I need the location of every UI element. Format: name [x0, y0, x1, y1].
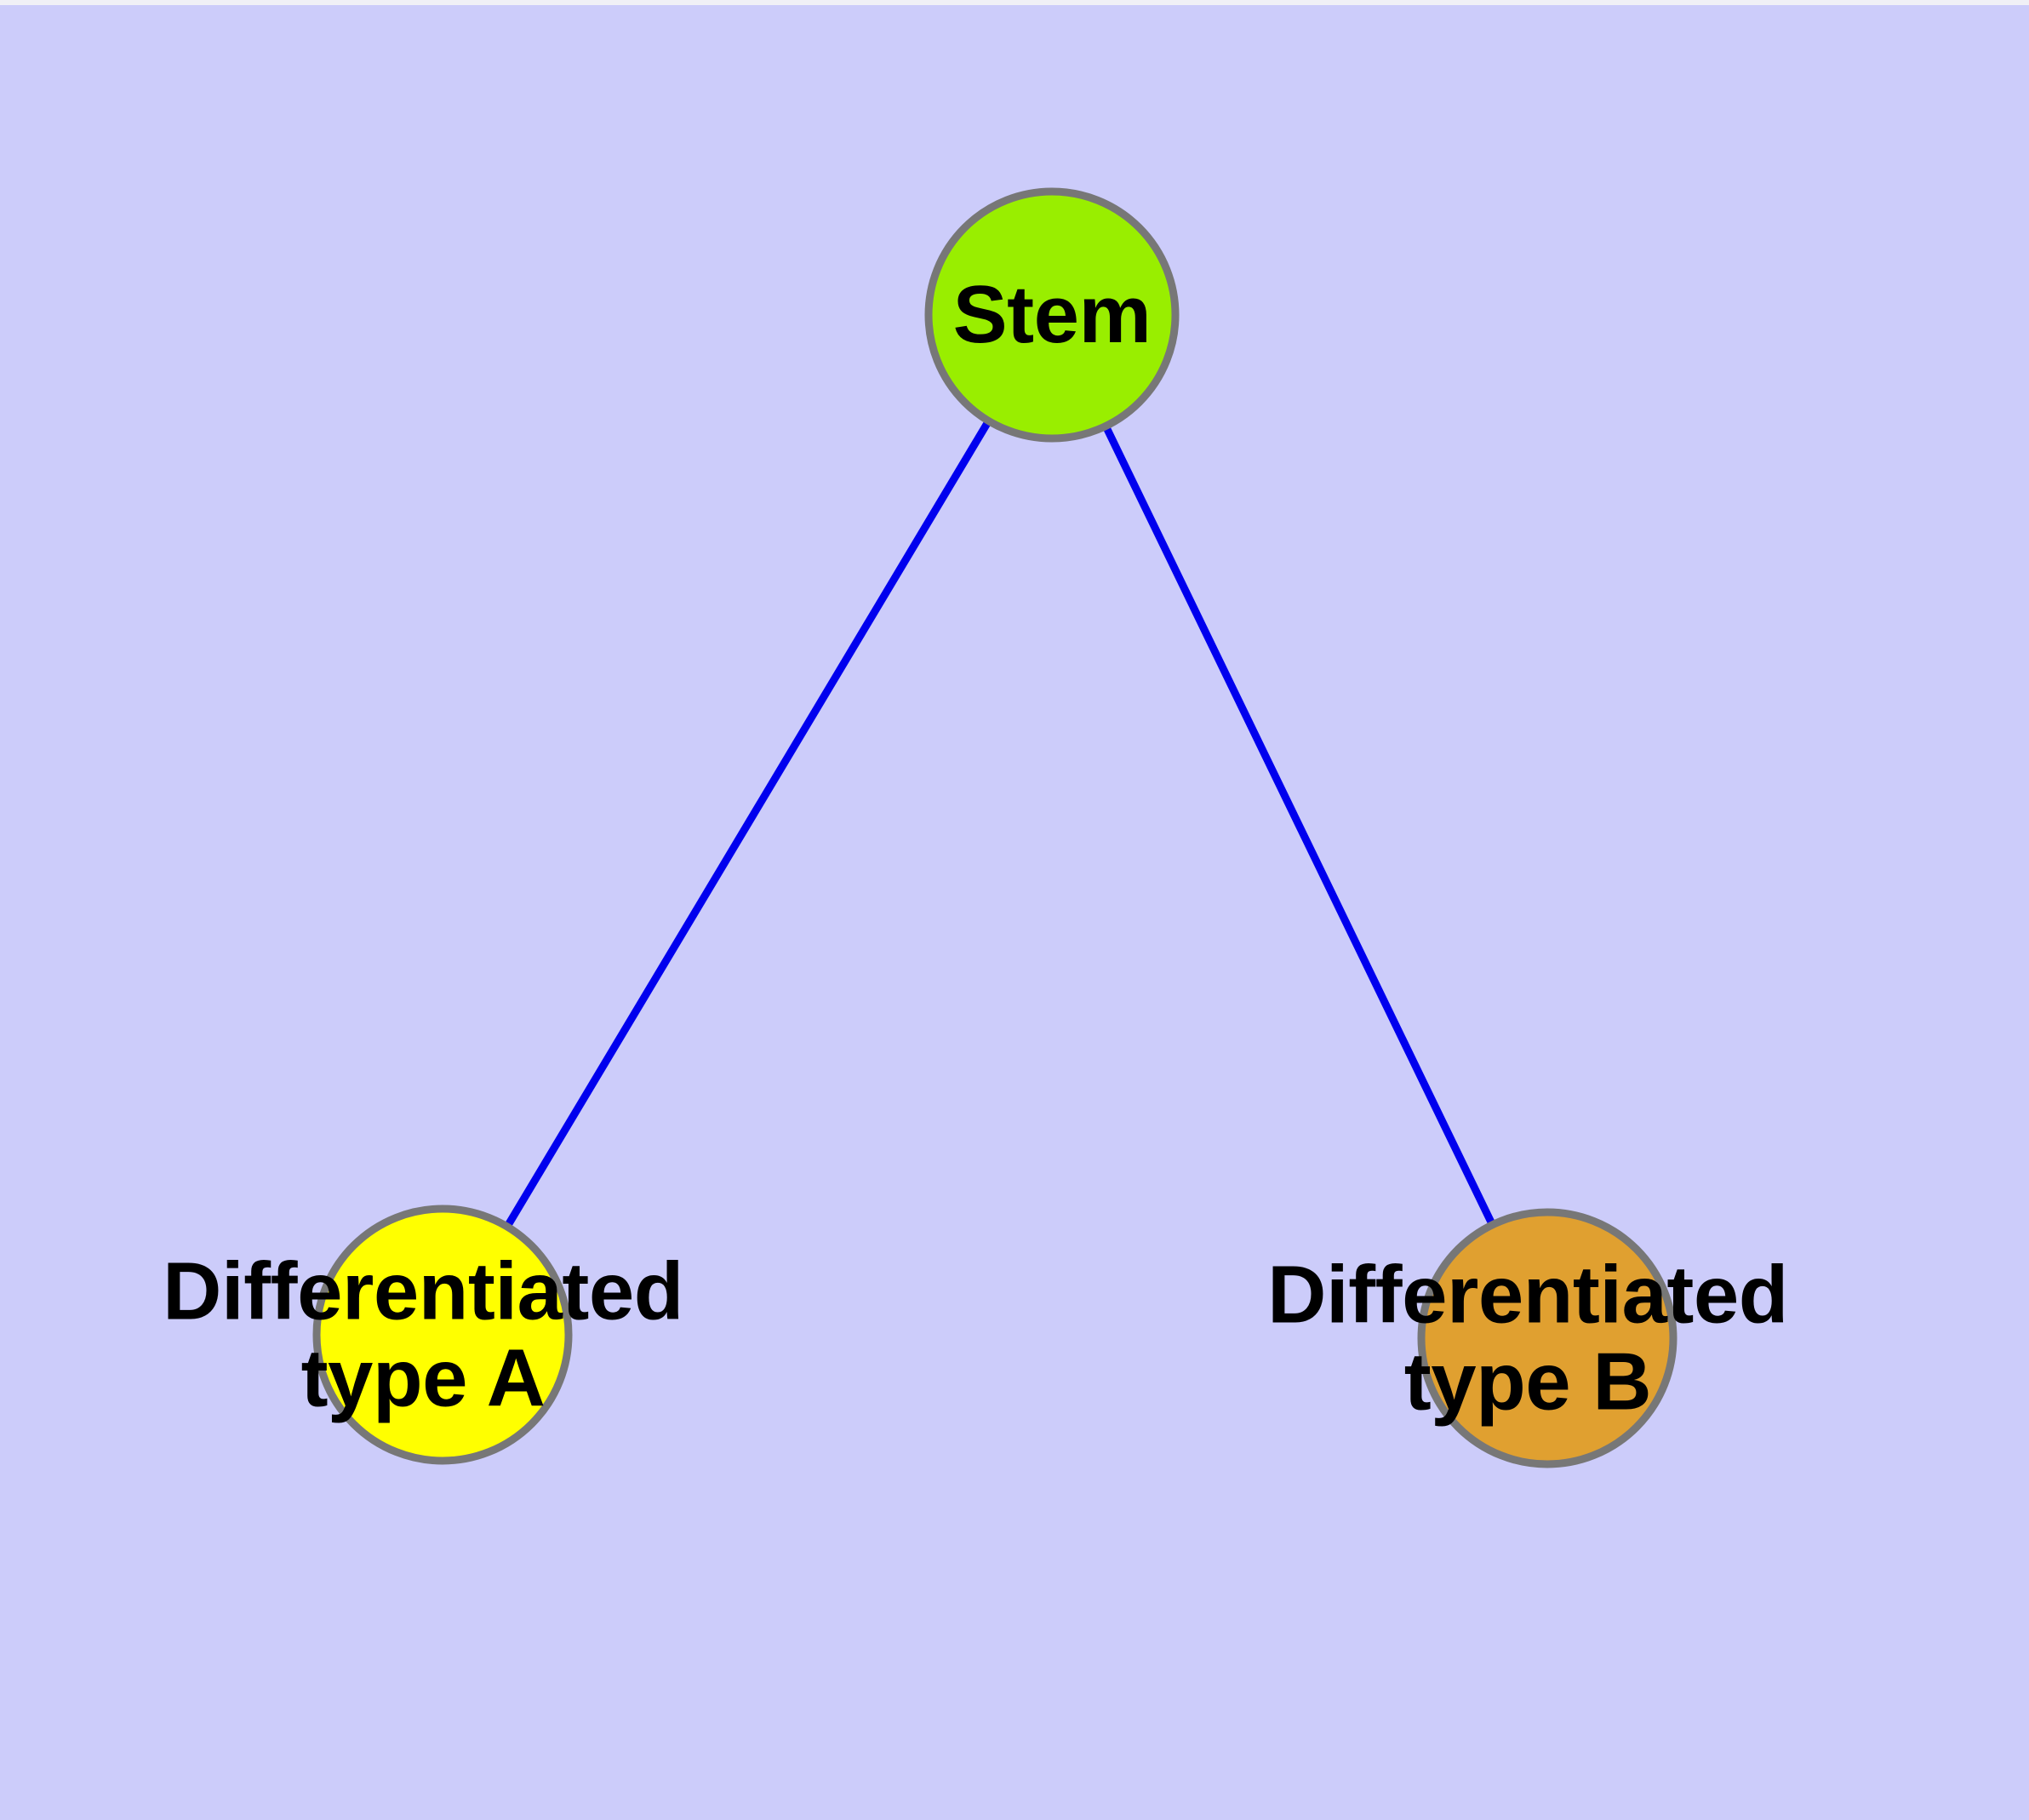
node-stem[interactable]	[924, 187, 1180, 443]
edge-stem-to-differentiated-type-b[interactable]	[1048, 313, 1552, 1340]
edge-stem-to-differentiated-type-a[interactable]	[439, 312, 1055, 1337]
canvas-top-border	[0, 0, 2029, 5]
node-differentiated-type-b[interactable]	[1417, 1208, 1677, 1468]
node-layer	[312, 187, 1677, 1468]
node-differentiated-type-a[interactable]	[312, 1205, 573, 1465]
edge-layer	[439, 312, 1552, 1340]
